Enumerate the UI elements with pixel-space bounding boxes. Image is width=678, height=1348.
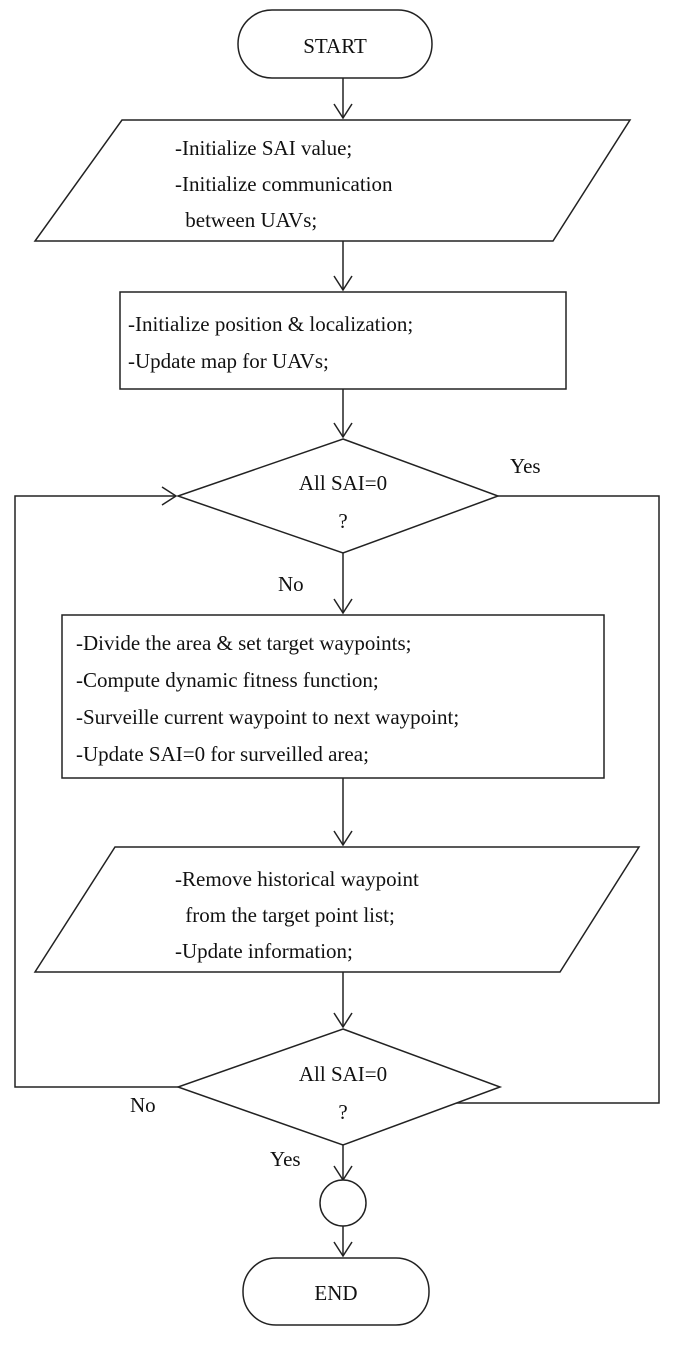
arrow-remove-to-decision-2 [333, 972, 353, 1029]
init-comm-line-3: between UAVs; [180, 208, 317, 232]
arrow-start-to-init [333, 78, 353, 120]
surveil-line-3: -Surveille current waypoint to next wayp… [76, 705, 459, 729]
init-comm-line-2: -Initialize communication [175, 172, 393, 196]
decision-1-yes-path [361, 495, 660, 1113]
init-position-line-1: -Initialize position & localization; [128, 312, 413, 336]
arrow-position-to-decision-1 [333, 389, 353, 439]
surveil-line-1: -Divide the area & set target waypoints; [76, 631, 412, 655]
decision-1-line-1: All SAI=0 [299, 471, 387, 495]
init-communication-io: -Initialize SAI value; -Initialize commu… [33, 119, 632, 242]
decision-1-no-label: No [278, 572, 304, 596]
decision-1: All SAI=0 ? [175, 438, 501, 554]
init-position-process: -Initialize position & localization; -Up… [119, 291, 567, 390]
arrow-surveil-to-remove [333, 778, 353, 847]
decision-2-line-1: All SAI=0 [299, 1062, 387, 1086]
end-label: END [314, 1281, 357, 1305]
decision-1-yes-label: Yes [510, 454, 541, 478]
start-label: START [303, 34, 367, 58]
decision-1-line-2: ? [338, 509, 347, 533]
surveil-line-2: -Compute dynamic fitness function; [76, 668, 379, 692]
arrow-decision-2-to-merge [333, 1145, 353, 1182]
start-terminator: START [237, 9, 433, 79]
decision-2: All SAI=0 ? [175, 1028, 503, 1146]
surveil-line-4: -Update SAI=0 for surveilled area; [76, 742, 369, 766]
decision-2-yes-label: Yes [270, 1147, 301, 1171]
arrow-init-to-position [333, 241, 353, 292]
arrow-merge-to-end [333, 1226, 353, 1258]
init-comm-line-1: -Initialize SAI value; [175, 136, 352, 160]
remove-line-1: -Remove historical waypoint [175, 867, 419, 891]
merge-connector [319, 1179, 367, 1227]
init-position-line-2: -Update map for UAVs; [128, 349, 329, 373]
decision-2-no-loop [14, 486, 178, 1088]
remove-line-2: from the target point list; [180, 903, 395, 927]
end-terminator: END [242, 1257, 430, 1326]
decision-2-no-label: No [130, 1093, 156, 1117]
remove-waypoint-io: -Remove historical waypoint from the tar… [33, 846, 641, 973]
decision-2-line-2: ? [338, 1100, 347, 1124]
surveil-process: -Divide the area & set target waypoints;… [61, 614, 605, 779]
arrow-decision-1-to-surveil [333, 553, 353, 615]
remove-line-3: -Update information; [175, 939, 353, 963]
